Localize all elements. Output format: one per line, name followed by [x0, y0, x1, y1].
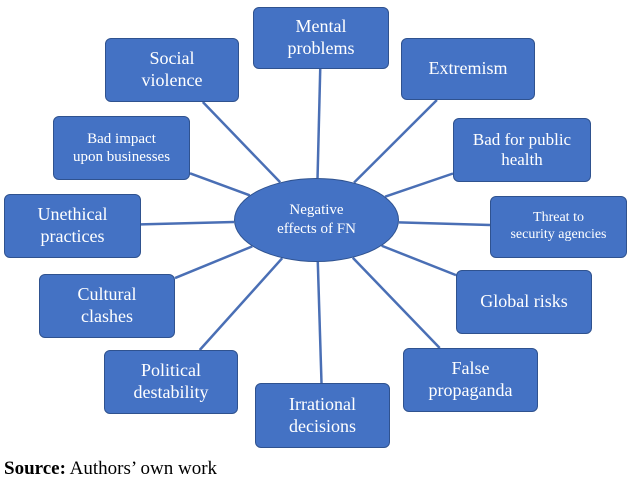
node-label: Mental problems: [287, 16, 355, 58]
node-label: Extremism: [428, 58, 508, 79]
connector-cultural-clashes: [174, 245, 253, 280]
node-label: Unethical practices: [37, 204, 108, 246]
node-unethical-practices: Unethical practices: [4, 194, 141, 258]
node-label: Bad for public health: [472, 129, 572, 169]
node-threat-to-security-agencies: Threat to security agencies: [490, 196, 627, 258]
connector-bad-impact-upon-businesses: [189, 172, 251, 197]
node-label: Threat to security agencies: [510, 210, 607, 242]
connector-false-propaganda: [351, 256, 441, 349]
connector-extremism: [353, 99, 438, 184]
connector-global-risks: [381, 244, 457, 277]
node-label: Bad impact upon businesses: [72, 131, 171, 165]
node-cultural-clashes: Cultural clashes: [39, 274, 175, 338]
node-label: Social violence: [141, 48, 203, 90]
node-mental-problems: Mental problems: [253, 7, 389, 69]
source-prefix: Source:: [4, 458, 66, 479]
node-global-risks: Global risks: [456, 270, 592, 334]
source-text: Authors’ own work: [65, 458, 218, 479]
node-label: Political destability: [133, 360, 209, 402]
connector-unethical-practices: [140, 220, 235, 226]
node-label: Irrational decisions: [289, 393, 356, 436]
node-irrational-decisions: Irrational decisions: [255, 383, 390, 448]
node-bad-for-public-health: Bad for public health: [453, 118, 591, 182]
source-caption: Source: Authors’ own work: [4, 458, 217, 480]
node-label: Global risks: [480, 291, 568, 312]
center-node-negative-effects: Negative effects of FN: [234, 178, 399, 262]
connector-lines: [140, 68, 491, 384]
connector-bad-for-public-health: [384, 172, 454, 198]
center-node-label: Negative effects of FN: [277, 202, 356, 237]
node-social-violence: Social violence: [105, 38, 239, 102]
node-bad-impact-upon-businesses: Bad impact upon businesses: [53, 116, 190, 180]
node-label: False propaganda: [428, 358, 513, 400]
connector-social-violence: [201, 101, 282, 184]
connector-mental-problems: [316, 68, 322, 179]
node-extremism: Extremism: [401, 38, 535, 100]
node-label: Cultural clashes: [77, 284, 137, 326]
node-false-propaganda: False propaganda: [403, 348, 538, 412]
negative-effects-diagram: Negative effects of FN Mental problems E…: [4, 7, 627, 448]
connector-irrational-decisions: [316, 261, 323, 384]
connector-political-destability: [198, 257, 284, 351]
node-political-destability: Political destability: [104, 350, 238, 414]
connector-threat-to-security-agencies: [398, 221, 491, 227]
